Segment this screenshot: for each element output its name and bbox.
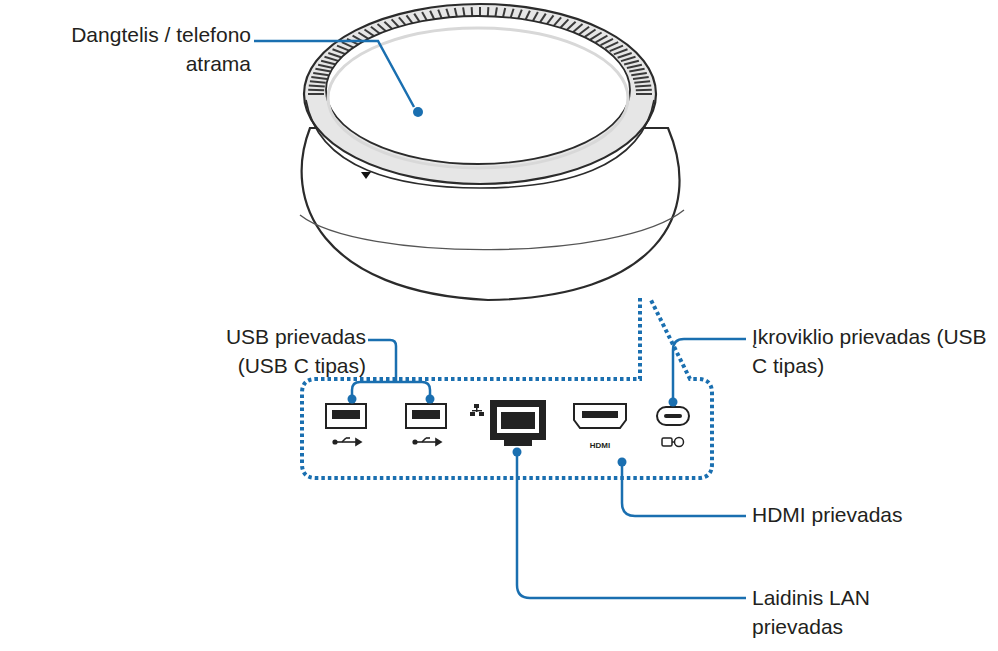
knurl-stroke <box>573 24 583 32</box>
knurl-stroke <box>590 33 601 40</box>
lan-port <box>490 400 546 446</box>
part-label: Laidinis LAN prievadas <box>752 583 912 641</box>
leader-dot <box>413 107 423 117</box>
knurl-stroke <box>554 17 562 26</box>
usb-symbol <box>333 438 441 445</box>
usb-port <box>406 404 446 428</box>
knurl-stroke <box>627 65 642 68</box>
knurl-stroke <box>614 49 628 54</box>
part-label: Dangtelis / telefono atrama <box>46 20 251 78</box>
knurl-stroke <box>333 49 347 54</box>
charge-symbol <box>662 438 684 447</box>
knurled-ring <box>304 4 656 184</box>
leader-line <box>517 452 746 598</box>
knurl-stroke <box>629 69 644 72</box>
knurl-stroke <box>309 86 325 87</box>
knurl-stroke <box>547 15 554 24</box>
knurl-stroke <box>624 61 639 65</box>
knurl-stroke <box>634 81 650 83</box>
knurl-stroke <box>308 93 324 95</box>
hdmi-port <box>574 404 626 428</box>
knurl-stroke <box>325 57 340 61</box>
knurl-stroke <box>631 73 647 75</box>
knurl-stroke <box>596 36 608 43</box>
part-label: USB prievadas (USB C tipas) <box>188 322 366 380</box>
cover-shade <box>328 28 628 168</box>
knurl-stroke <box>579 27 589 35</box>
leader-line <box>622 462 746 516</box>
knurl-stroke <box>621 57 636 61</box>
align-mark <box>361 172 371 179</box>
knurl-stroke <box>560 19 568 28</box>
knurl-stroke <box>585 30 596 37</box>
lan-contacts <box>501 412 535 429</box>
leader-dot <box>513 448 522 457</box>
leader-line <box>254 41 414 107</box>
knurl-stroke <box>313 73 329 75</box>
usb-tongue <box>332 410 360 419</box>
part-label: HDMI prievadas <box>752 500 952 529</box>
leader-dot <box>669 398 678 407</box>
knurl-stroke <box>567 22 576 30</box>
knurl-stroke <box>633 77 649 79</box>
knurl-stroke <box>601 39 613 45</box>
part-label: Įkroviklio prievadas (USB C tipas) <box>752 322 990 380</box>
leader-dot <box>426 395 435 404</box>
knurl-stroke <box>635 86 651 87</box>
knurl-stroke <box>636 89 652 92</box>
leader-line <box>673 339 746 401</box>
knurl-stroke <box>525 11 530 21</box>
knurl-stroke <box>308 89 324 92</box>
knurl-stroke <box>605 42 618 48</box>
hdmi-tongue <box>582 411 618 418</box>
knurl-stroke <box>636 93 652 95</box>
knurl-stroke <box>315 69 330 72</box>
body-seam <box>300 210 684 250</box>
usb-c-port <box>657 407 689 425</box>
knurl-stroke <box>318 65 333 68</box>
lan-symbol <box>470 404 484 416</box>
usb-port <box>326 404 366 428</box>
knurl-stroke <box>310 81 326 83</box>
lan-opening <box>497 407 539 433</box>
port-marking: HDMI <box>584 441 616 451</box>
knurl-stroke <box>540 14 546 23</box>
leader-dot <box>618 458 627 467</box>
cover-disc <box>326 16 630 164</box>
knurl-stroke <box>311 77 327 79</box>
usb-tongue <box>412 410 440 419</box>
knurl-stroke <box>321 61 336 65</box>
knurl-stroke <box>610 46 623 52</box>
usb-c-tongue <box>664 414 682 418</box>
knurl-stroke <box>618 53 632 58</box>
knurl-stroke <box>328 53 342 58</box>
knurl-stroke <box>533 12 538 21</box>
leader-dot <box>348 395 357 404</box>
